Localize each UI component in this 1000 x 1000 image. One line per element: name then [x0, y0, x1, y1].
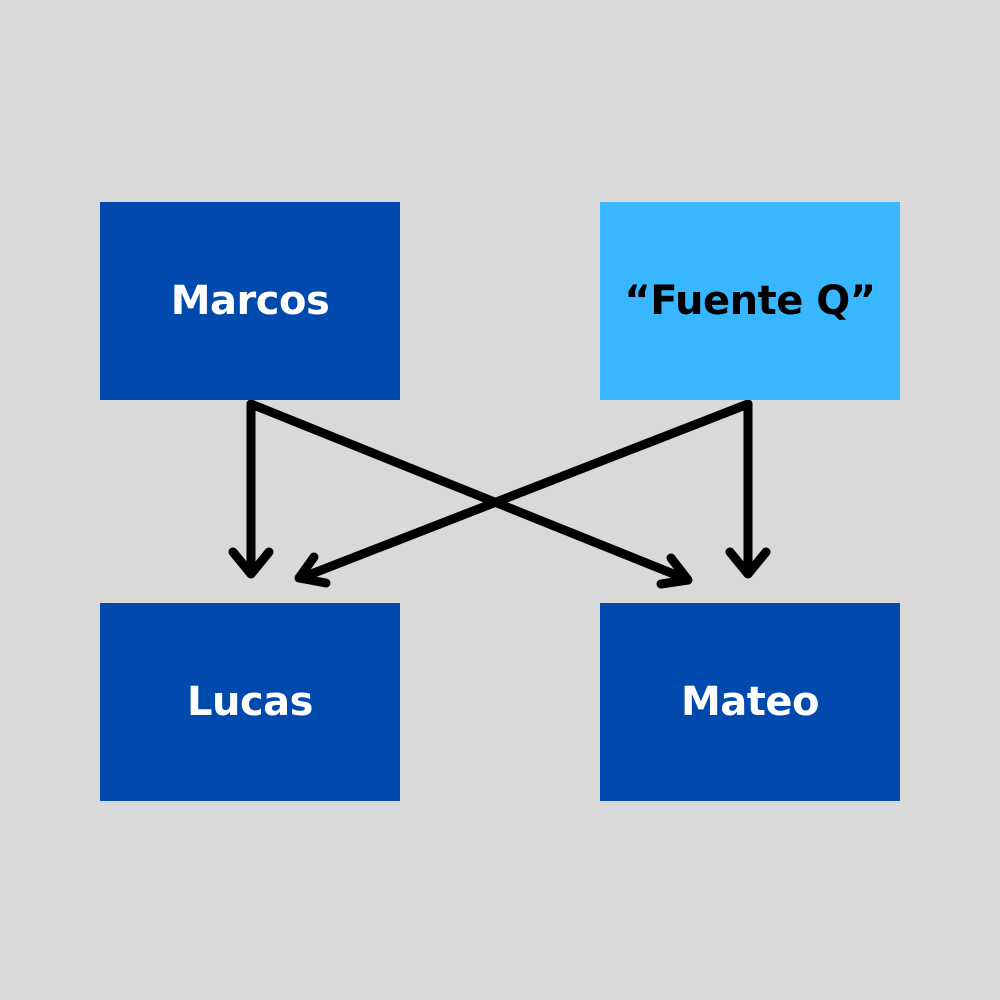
edge-fuente-q-to-mateo	[725, 399, 771, 579]
node-mateo: Mateo	[600, 603, 900, 801]
node-lucas: Lucas	[100, 603, 400, 801]
edge-marcos-to-lucas	[228, 399, 274, 579]
edge-fuente-q-to-lucas	[294, 399, 753, 588]
node-marcos-label: Marcos	[170, 278, 330, 324]
node-mateo-label: Mateo	[680, 679, 820, 725]
edge-marcos-to-mateo	[246, 399, 693, 589]
node-lucas-label: Lucas	[187, 679, 313, 725]
node-fuente-q: “Fuente Q”	[600, 202, 900, 400]
node-marcos: Marcos	[100, 202, 400, 400]
node-fuente-q-label: “Fuente Q”	[624, 278, 876, 324]
